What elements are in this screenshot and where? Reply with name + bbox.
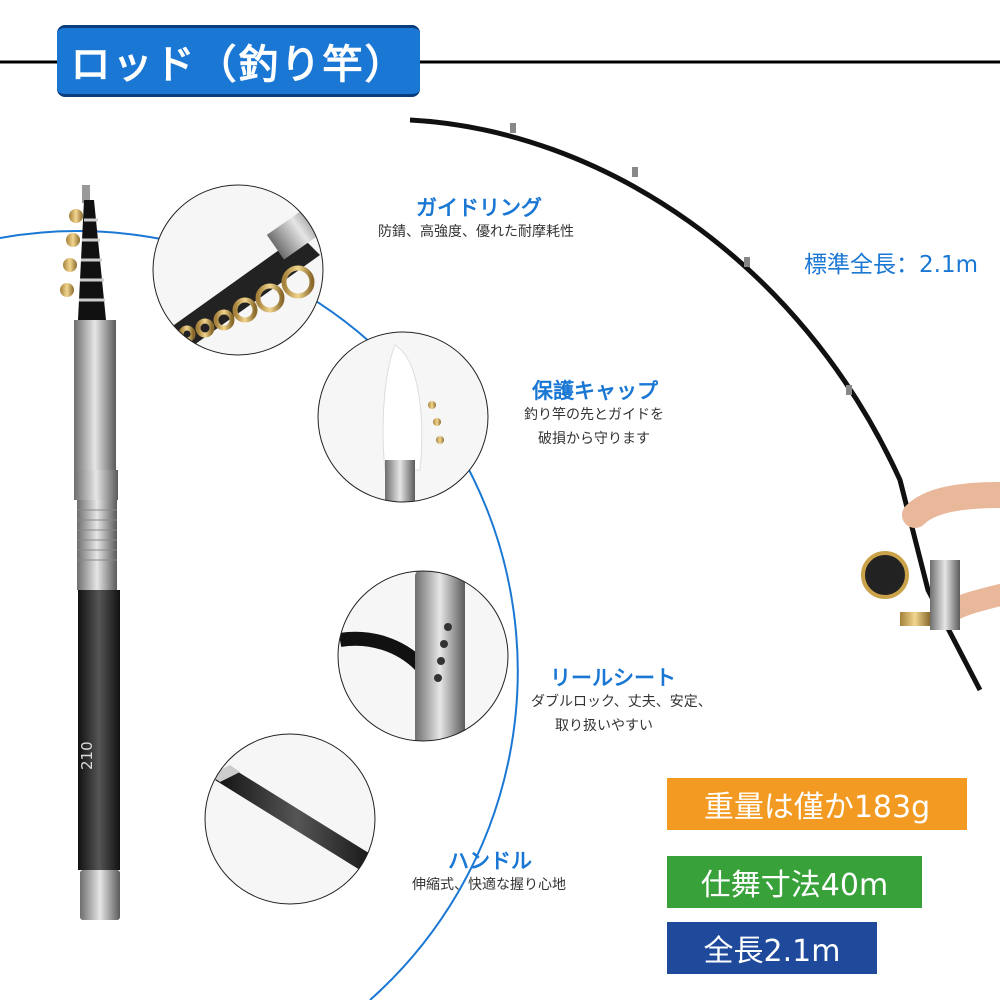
feature-desc-guide-ring: 防錆、高強度、優れた耐摩耗性: [378, 224, 574, 240]
feature-title-reel-seat: リールシート: [550, 666, 676, 690]
handle-detail-image: [205, 734, 375, 904]
rod-image: [60, 185, 120, 920]
spec-total-length-text: 全長2.1m: [703, 934, 841, 969]
bent-rod-image: [409, 117, 1000, 692]
feature-title-handle: ハンドル: [448, 849, 532, 873]
feature-desc-reel-seat-line1: ダブルロック、丈夫、安定、: [531, 694, 712, 710]
rod-model-label: 210: [78, 741, 96, 770]
protective-cap-detail-image: [318, 332, 488, 502]
reel-seat-detail-image: [338, 571, 508, 741]
feature-desc-protective-cap-line2: 破損から守ります: [538, 431, 650, 447]
spec-weight-badge: 重量は僅か183g: [667, 778, 967, 830]
feature-desc-protective-cap-line1: 釣り竿の先とガイドを: [524, 407, 664, 423]
feature-title-guide-ring: ガイドリング: [416, 196, 542, 220]
spec-total-length-badge: 全長2.1m: [667, 922, 877, 974]
standard-length-label: 標準全長：2.1m: [804, 252, 978, 278]
spec-weight-text: 重量は僅か183g: [703, 790, 931, 825]
feature-title-protective-cap: 保護キャップ: [532, 379, 658, 403]
header-title-box: ロッド（釣り竿）: [57, 25, 420, 97]
feature-desc-handle: 伸縮式、快適な握り心地: [412, 877, 566, 893]
spec-line-length-text: 仕舞寸法40m: [700, 868, 889, 903]
guide-ring-detail-image: [153, 185, 323, 355]
spec-line-length-badge: 仕舞寸法40m: [667, 856, 922, 908]
feature-desc-reel-seat-line2: 取り扱いやすい: [555, 718, 653, 734]
page-title: ロッド（釣り竿）: [70, 42, 407, 88]
